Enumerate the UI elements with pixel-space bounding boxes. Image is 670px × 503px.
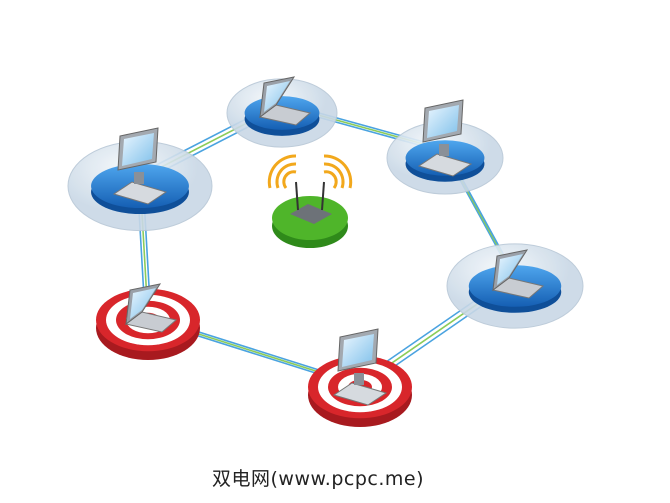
watermark-text: 双电网(www.pcpc.me) xyxy=(212,468,424,490)
antenna xyxy=(295,181,299,211)
monitor-screen xyxy=(342,334,374,367)
wifi-signal-icon xyxy=(323,170,338,189)
keyboard xyxy=(112,181,168,205)
router-body xyxy=(290,204,332,224)
monitor-stand xyxy=(439,144,449,156)
wifi-signal-icon xyxy=(323,162,345,189)
laptop-right xyxy=(446,243,584,329)
monitor-stand xyxy=(354,373,364,385)
wireless-router xyxy=(267,154,353,248)
monitor-screen xyxy=(427,105,459,138)
monitor-stand xyxy=(134,172,144,184)
computer-top-right xyxy=(386,99,504,195)
wifi-signal-icon xyxy=(275,162,297,189)
computer-top-left xyxy=(67,127,213,232)
laptop-left xyxy=(96,283,200,360)
wifi-signal-icon xyxy=(282,170,297,189)
keyboard xyxy=(332,382,388,406)
wifi-signal-icon xyxy=(267,154,297,189)
wifi-signal-icon xyxy=(323,154,353,189)
keyboard xyxy=(417,153,473,177)
laptop-screen xyxy=(130,288,156,319)
laptop-screen xyxy=(264,81,290,112)
computer-bottom xyxy=(308,328,412,427)
laptop-top xyxy=(226,76,338,148)
monitor-screen xyxy=(122,133,154,166)
antenna xyxy=(321,181,325,211)
laptop-screen xyxy=(497,254,523,285)
